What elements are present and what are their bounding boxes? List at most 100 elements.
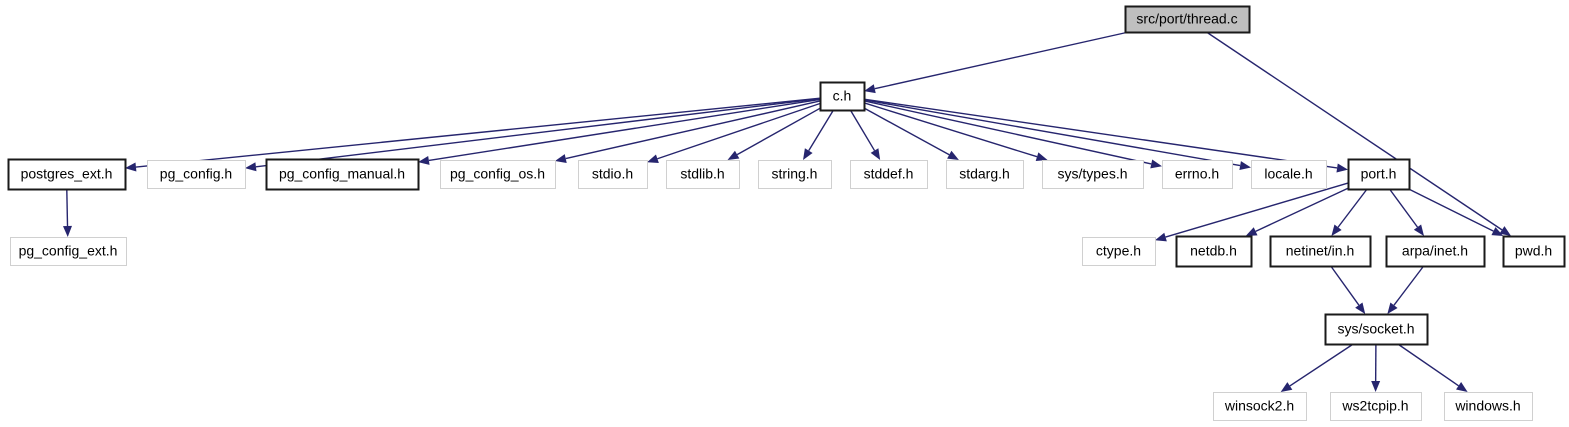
graph-edge [1393, 265, 1425, 306]
graph-edge [1255, 187, 1349, 232]
graph-node-netinet-in-h[interactable]: netinet/in.h [1269, 235, 1372, 268]
node-box [1175, 235, 1253, 268]
graph-edge-arrowhead [1035, 152, 1048, 162]
node-box [7, 158, 127, 191]
node-box [578, 160, 648, 189]
graph-node-netdb-h[interactable]: netdb.h [1175, 235, 1253, 268]
graph-node-pg-config-manual-h[interactable]: pg_config_manual.h [265, 158, 420, 191]
graph-edge [863, 107, 950, 156]
graph-edge [657, 102, 821, 160]
graph-node-port-h[interactable]: port.h [1347, 158, 1411, 191]
graph-edge [1330, 265, 1360, 306]
node-box [1444, 392, 1533, 421]
graph-edge [66, 188, 69, 227]
graph-node-pg-config-h[interactable]: pg_config.h [147, 160, 246, 189]
graph-node-windows-h[interactable]: windows.h [1444, 392, 1533, 421]
graph-edge-arrowhead [418, 156, 430, 165]
node-box [440, 160, 556, 189]
graph-edge [808, 109, 835, 151]
graph-edge-arrowhead [1456, 382, 1468, 392]
graph-edge [849, 109, 876, 151]
graph-node-stdarg-h[interactable]: stdarg.h [946, 160, 1024, 189]
node-box [1213, 392, 1307, 421]
node-box [1082, 237, 1156, 266]
node-box [1502, 235, 1566, 268]
graph-edge-arrowhead [555, 154, 567, 163]
node-box [758, 160, 832, 189]
graph-node-string-h[interactable]: string.h [758, 160, 832, 189]
graph-edge [1206, 31, 1503, 231]
node-box [819, 81, 866, 112]
graph-edge [863, 99, 1241, 167]
graph-node-ctype-h[interactable]: ctype.h [1082, 237, 1156, 266]
graph-node-c-h[interactable]: c.h [819, 81, 866, 112]
graph-node-sys-socket-h[interactable]: sys/socket.h [1324, 313, 1429, 346]
node-box [1162, 160, 1233, 189]
graph-edge-arrowhead [245, 162, 257, 172]
graph-node-thread-c[interactable]: src/port/thread.c [1124, 5, 1251, 34]
graph-edge [565, 100, 821, 160]
node-box [850, 160, 928, 189]
node-box [1042, 160, 1144, 189]
graph-node-sys-types-h[interactable]: sys/types.h [1042, 160, 1144, 189]
graph-edge [863, 98, 1338, 169]
graph-edge-arrowhead [125, 162, 137, 172]
node-box [1324, 313, 1429, 346]
graph-edge-arrowhead [864, 84, 876, 94]
graph-edge-arrowhead [947, 150, 959, 160]
node-box [147, 160, 246, 189]
graph-edge [428, 98, 821, 162]
graph-edge-arrowhead [1239, 161, 1251, 170]
graph-edge-arrowhead [1491, 227, 1504, 236]
graph-edge [736, 107, 821, 156]
edge-layer [63, 31, 1512, 392]
graph-node-pg-config-os-h[interactable]: pg_config_os.h [440, 160, 556, 189]
graph-node-pwd-h[interactable]: pwd.h [1502, 235, 1566, 268]
graph-edge [1388, 188, 1419, 228]
node-box [10, 237, 127, 266]
graph-node-postgres-ext-h[interactable]: postgres_ext.h [7, 158, 127, 191]
graph-node-pg-config-ext-h[interactable]: pg_config_ext.h [10, 237, 127, 266]
graph-node-stdlib-h[interactable]: stdlib.h [666, 160, 740, 189]
graph-edge [1165, 182, 1349, 238]
graph-edge-arrowhead [803, 148, 813, 160]
graph-edge-arrowhead [1371, 380, 1381, 392]
graph-node-ws2tcpip-h[interactable]: ws2tcpip.h [1330, 392, 1422, 421]
graph-edge-arrowhead [647, 154, 659, 163]
graph-edge-arrowhead [870, 148, 881, 160]
graph-node-locale-h[interactable]: locale.h [1251, 160, 1327, 189]
graph-node-stddef-h[interactable]: stddef.h [850, 160, 928, 189]
graph-edge [863, 100, 1152, 165]
graph-edge-arrowhead [1245, 227, 1258, 236]
graph-edge [1337, 188, 1368, 228]
graph-edge-arrowhead [1155, 232, 1167, 242]
node-box [1347, 158, 1411, 191]
graph-edge-arrowhead [1413, 224, 1424, 236]
graph-edge [1397, 343, 1459, 387]
graph-node-arpa-inet-h[interactable]: arpa/inet.h [1385, 235, 1486, 268]
graph-edge-arrowhead [1280, 382, 1293, 392]
graph-edge-arrowhead [727, 150, 740, 160]
graph-edge-arrowhead [1355, 302, 1366, 314]
node-box [1251, 160, 1327, 189]
graph-node-errno-h[interactable]: errno.h [1162, 160, 1233, 189]
graph-edge [135, 97, 821, 168]
graph-edge-arrowhead [63, 225, 73, 237]
graph-edge [1289, 343, 1354, 387]
node-box [666, 160, 740, 189]
graph-edge [874, 31, 1129, 90]
graph-edge-arrowhead [1499, 226, 1512, 236]
graph-edge [863, 102, 1038, 158]
graph-node-stdio-h[interactable]: stdio.h [578, 160, 648, 189]
graph-edge-arrowhead [1387, 302, 1398, 314]
graph-edge [255, 97, 821, 168]
graph-node-winsock2-h[interactable]: winsock2.h [1213, 392, 1307, 421]
node-box [1330, 392, 1422, 421]
graph-edge [1408, 188, 1494, 232]
graph-edge-arrowhead [1336, 163, 1348, 173]
node-box [1269, 235, 1372, 268]
node-box [946, 160, 1024, 189]
graph-edge-arrowhead [1150, 159, 1162, 169]
